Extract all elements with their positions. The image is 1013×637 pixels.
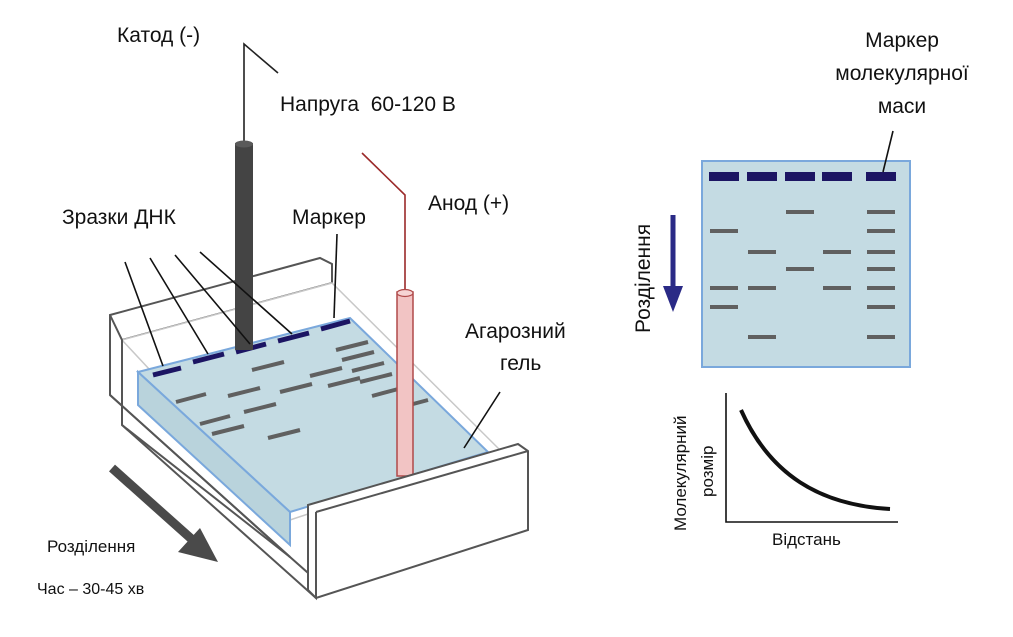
time-label: Час – 30-45 хв <box>37 581 144 598</box>
anode-rod <box>396 291 414 477</box>
well <box>866 172 896 181</box>
band <box>251 360 285 372</box>
well <box>320 318 351 332</box>
chart-x-label: Відстань <box>772 530 841 549</box>
marker-pointer-line <box>333 233 338 319</box>
gel-result-panel: Розділення Маркер молекулярної маси <box>632 29 969 368</box>
molecular-marker-title-line2: молекулярної <box>835 62 969 85</box>
pointer-line <box>149 257 209 355</box>
electrophoresis-apparatus: Катод (-) Напруга 60-120 В Анод (+) Зраз… <box>37 24 566 601</box>
band <box>199 414 231 426</box>
ladder-band <box>867 267 895 271</box>
band <box>227 386 261 398</box>
ladder-band <box>867 250 895 254</box>
band <box>823 286 851 290</box>
result-bands <box>710 210 895 339</box>
band <box>748 250 776 254</box>
chart-y-label-line1: Молекулярний <box>671 415 690 531</box>
samples-pointer-lines <box>124 251 293 367</box>
band <box>710 229 738 233</box>
agarose-gel-label-line2: гель <box>500 352 541 375</box>
well <box>785 172 815 181</box>
cathode-rod-cap <box>235 140 253 148</box>
band <box>748 286 776 290</box>
gel-result-slab <box>701 160 911 368</box>
band <box>710 305 738 309</box>
molecular-marker-title-line3: маси <box>878 95 926 118</box>
cathode-rod <box>235 143 253 350</box>
ladder-band <box>867 286 895 290</box>
anode-rod-cap <box>396 288 414 298</box>
result-separation-label: Розділення <box>632 224 655 333</box>
dna-samples-label: Зразки ДНК <box>62 206 177 229</box>
well <box>152 365 182 378</box>
band <box>267 428 301 440</box>
well <box>277 330 310 344</box>
chart-axes <box>725 393 898 523</box>
chart-y-label-line2: розмір <box>698 446 717 497</box>
well <box>822 172 852 181</box>
band <box>327 376 361 388</box>
chamber-edge <box>315 450 529 513</box>
ladder-band <box>867 210 895 214</box>
agarose-gel-front-face <box>137 369 291 548</box>
ladder-band <box>867 229 895 233</box>
band <box>335 340 369 352</box>
band <box>243 402 277 414</box>
voltage-label: Напруга 60-120 В <box>280 93 456 116</box>
marker-label: Маркер <box>292 206 366 229</box>
band <box>351 361 385 373</box>
well <box>747 172 777 181</box>
ladder-pointer-line <box>882 130 894 173</box>
pointer-line <box>199 251 293 335</box>
separation-label: Розділення <box>47 537 135 556</box>
well <box>192 351 225 365</box>
gel-pointer-line <box>463 391 501 449</box>
molecular-marker-title-line1: Маркер <box>865 29 939 52</box>
cathode-label: Катод (-) <box>117 24 200 47</box>
ladder-band <box>867 305 895 309</box>
band <box>211 424 245 436</box>
band <box>309 366 343 378</box>
result-separation-arrow <box>663 215 683 312</box>
cathode-wire <box>243 42 279 145</box>
chamber-front-wall <box>307 442 529 600</box>
band <box>341 350 375 362</box>
anode-wire <box>361 152 406 292</box>
band <box>786 210 814 214</box>
band <box>748 335 776 339</box>
size-distance-curve <box>739 409 891 511</box>
band <box>359 372 393 384</box>
chamber-edge <box>109 394 291 558</box>
band <box>710 286 738 290</box>
result-wells <box>709 172 896 181</box>
agarose-gel-label-line1: Агарозний <box>465 320 566 343</box>
well <box>709 172 739 181</box>
band <box>175 392 207 404</box>
band <box>786 267 814 271</box>
anode-label: Анод (+) <box>428 192 509 215</box>
pointer-line <box>124 261 164 367</box>
band <box>823 250 851 254</box>
chamber-edge <box>121 424 291 558</box>
pointer-line <box>174 254 251 345</box>
separation-arrow <box>109 464 218 562</box>
band <box>279 382 313 394</box>
size-distance-chart: Молекулярний розмір Відстань <box>671 393 898 549</box>
ladder-band <box>867 335 895 339</box>
